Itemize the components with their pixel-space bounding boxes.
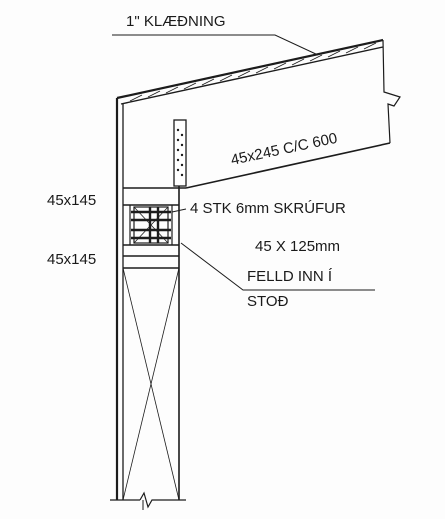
embedded-block <box>131 206 171 244</box>
horizontal-members <box>123 187 186 269</box>
label-rafter: 45x245 C/C 600 <box>229 130 339 169</box>
label-cladding: 1" KLÆÐNING <box>126 13 226 30</box>
cladding-hatch <box>129 42 377 102</box>
leader-lines <box>112 34 375 291</box>
screw-marks <box>131 207 171 243</box>
label-screws: 4 STK 6mm SKRÚFUR <box>190 200 346 217</box>
rafter <box>185 39 401 189</box>
label-upper-member: 45x145 <box>47 192 96 209</box>
connector-plate <box>173 119 187 187</box>
label-block-note-2: STOÐ <box>247 293 289 310</box>
label-block-note-1: FELLD INN Í <box>247 268 333 285</box>
label-block-size: 45 X 125mm <box>255 238 340 255</box>
roof-cladding <box>116 38 384 105</box>
label-lower-member: 45x145 <box>47 251 96 268</box>
post <box>110 98 186 510</box>
post-break-symbol <box>110 491 186 510</box>
